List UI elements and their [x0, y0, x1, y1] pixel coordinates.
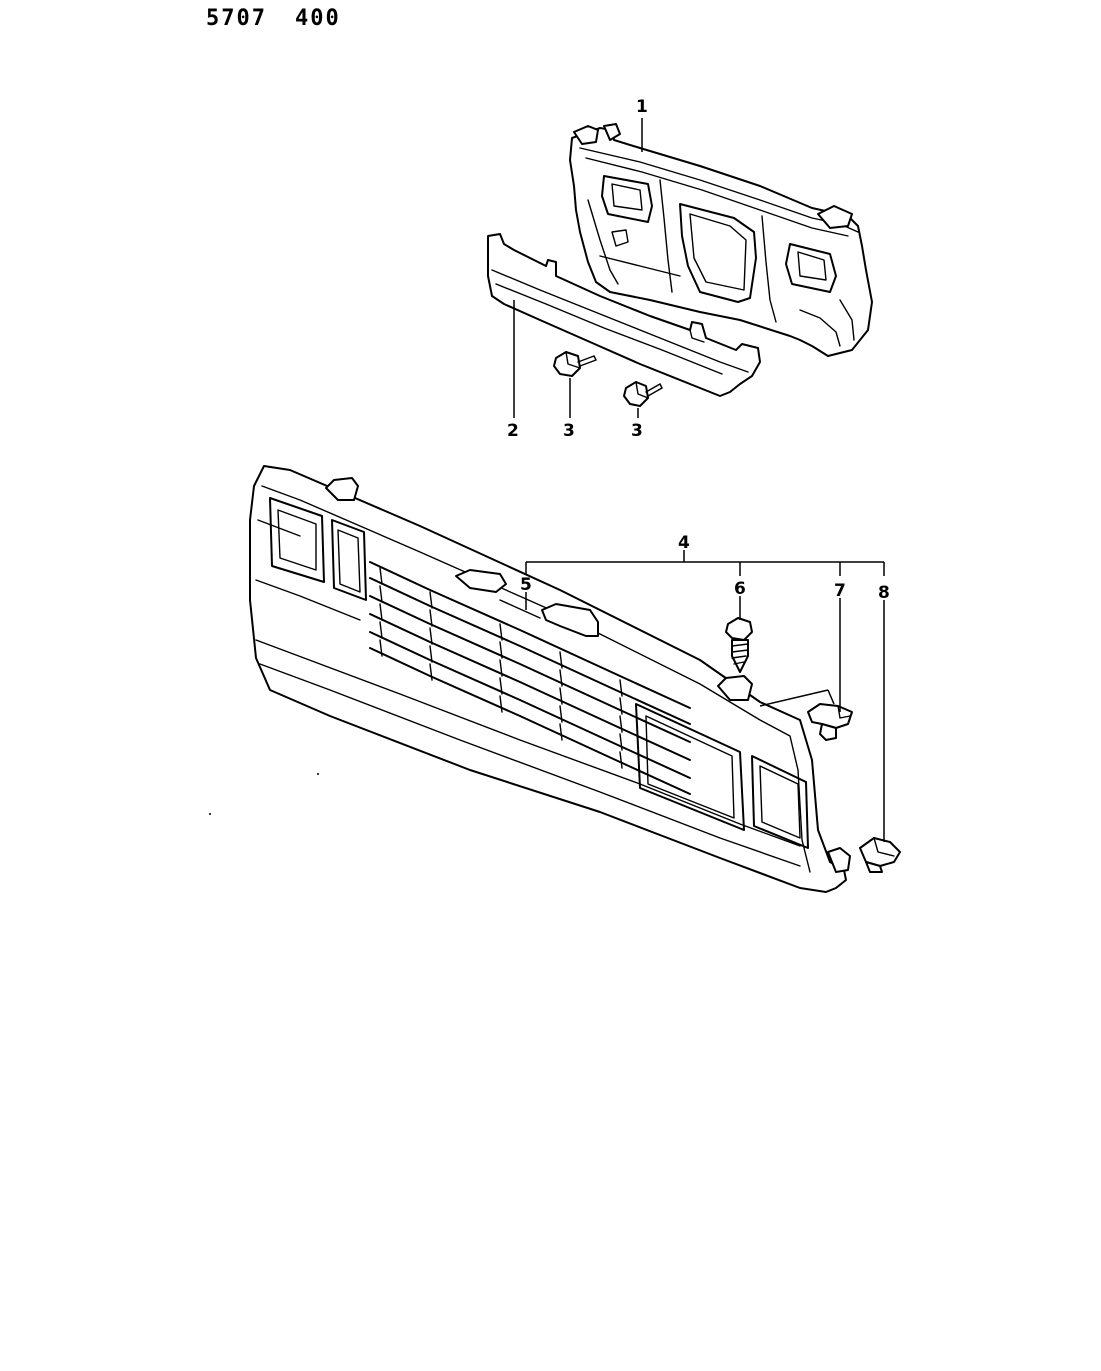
callout-1: 1	[636, 97, 648, 117]
callout-6: 6	[734, 579, 746, 599]
lower-crossmember	[487, 233, 761, 397]
page-reference-code: 5707 400	[206, 6, 341, 31]
callout-4: 4	[678, 533, 690, 553]
scan-speck	[209, 813, 211, 815]
callout-3b: 3	[631, 421, 643, 441]
bolt-upper	[553, 351, 597, 377]
clip-7	[807, 703, 853, 741]
bolt-lower	[623, 381, 663, 407]
callout-3a: 3	[563, 421, 575, 441]
callout-8: 8	[878, 583, 890, 603]
callout-7: 7	[834, 581, 846, 601]
callout-5: 5	[520, 575, 532, 595]
clip-8	[859, 837, 901, 873]
page-code-right: 400	[294, 6, 341, 31]
scan-speck	[317, 773, 319, 775]
grille-bracket	[455, 569, 599, 637]
radiator-support-panel	[569, 123, 873, 357]
leader-lines	[513, 118, 885, 842]
page-code-left: 5707	[206, 6, 267, 31]
screw	[725, 617, 753, 673]
callout-2: 2	[507, 421, 519, 441]
front-grille	[249, 465, 851, 893]
